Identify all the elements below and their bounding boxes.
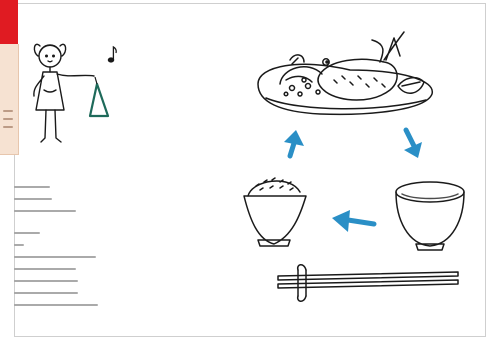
chopsticks-icon — [278, 265, 458, 302]
triangle-instrument-icon — [90, 77, 108, 116]
girl-with-triangle-icon — [34, 44, 94, 142]
cycle-arrow-icon — [284, 130, 304, 156]
cycle-arrow-icon — [404, 130, 422, 158]
rice-bowl-icon — [244, 178, 306, 246]
fried-shrimp-plate-icon — [258, 32, 432, 114]
cycle-arrow-icon — [332, 210, 374, 232]
music-note-icon — [108, 47, 116, 62]
soup-bowl-icon — [396, 182, 464, 250]
